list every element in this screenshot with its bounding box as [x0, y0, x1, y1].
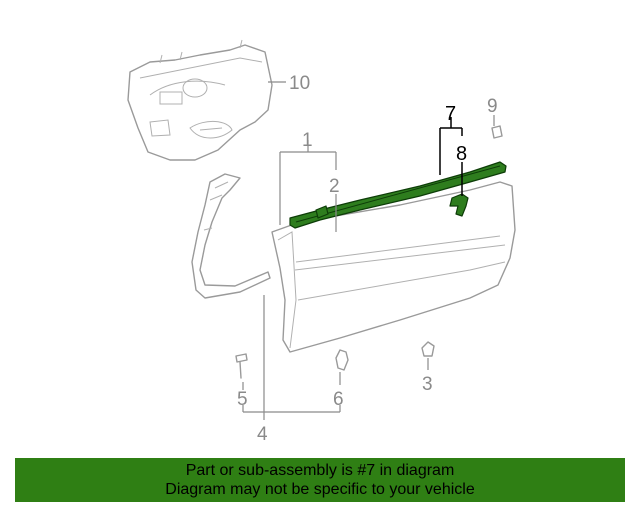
callout-6: 6 [333, 389, 344, 410]
notice-line-1: Part or sub-assembly is #7 in diagram [185, 462, 455, 479]
leader-lines [242, 81, 463, 420]
door-shell [271, 181, 516, 353]
callout-7: 7 [445, 103, 456, 125]
callout-4: 4 [257, 424, 268, 445]
clip-3 [421, 341, 435, 370]
door-trim-panel [127, 39, 273, 161]
notice-line-2: Diagram may not be specific to your vehi… [165, 481, 475, 498]
clip-8 [449, 193, 469, 217]
belt-moulding-7 [289, 161, 507, 229]
door-opening-weatherstrip [191, 173, 271, 299]
clip-9 [491, 115, 503, 139]
callout-9: 9 [487, 96, 498, 117]
callout-8: 8 [456, 143, 467, 165]
callout-2: 2 [329, 176, 340, 197]
screw-5 [235, 353, 248, 390]
clip-6 [335, 349, 349, 385]
callout-3: 3 [422, 374, 433, 395]
callout-1: 1 [302, 130, 313, 151]
parts-diagram: 10 1 2 9 7 8 3 5 6 4 [127, 39, 516, 445]
callout-5: 5 [237, 389, 248, 410]
callout-10: 10 [289, 73, 310, 94]
notice-banner: Part or sub-assembly is #7 in diagram Di… [15, 458, 625, 502]
